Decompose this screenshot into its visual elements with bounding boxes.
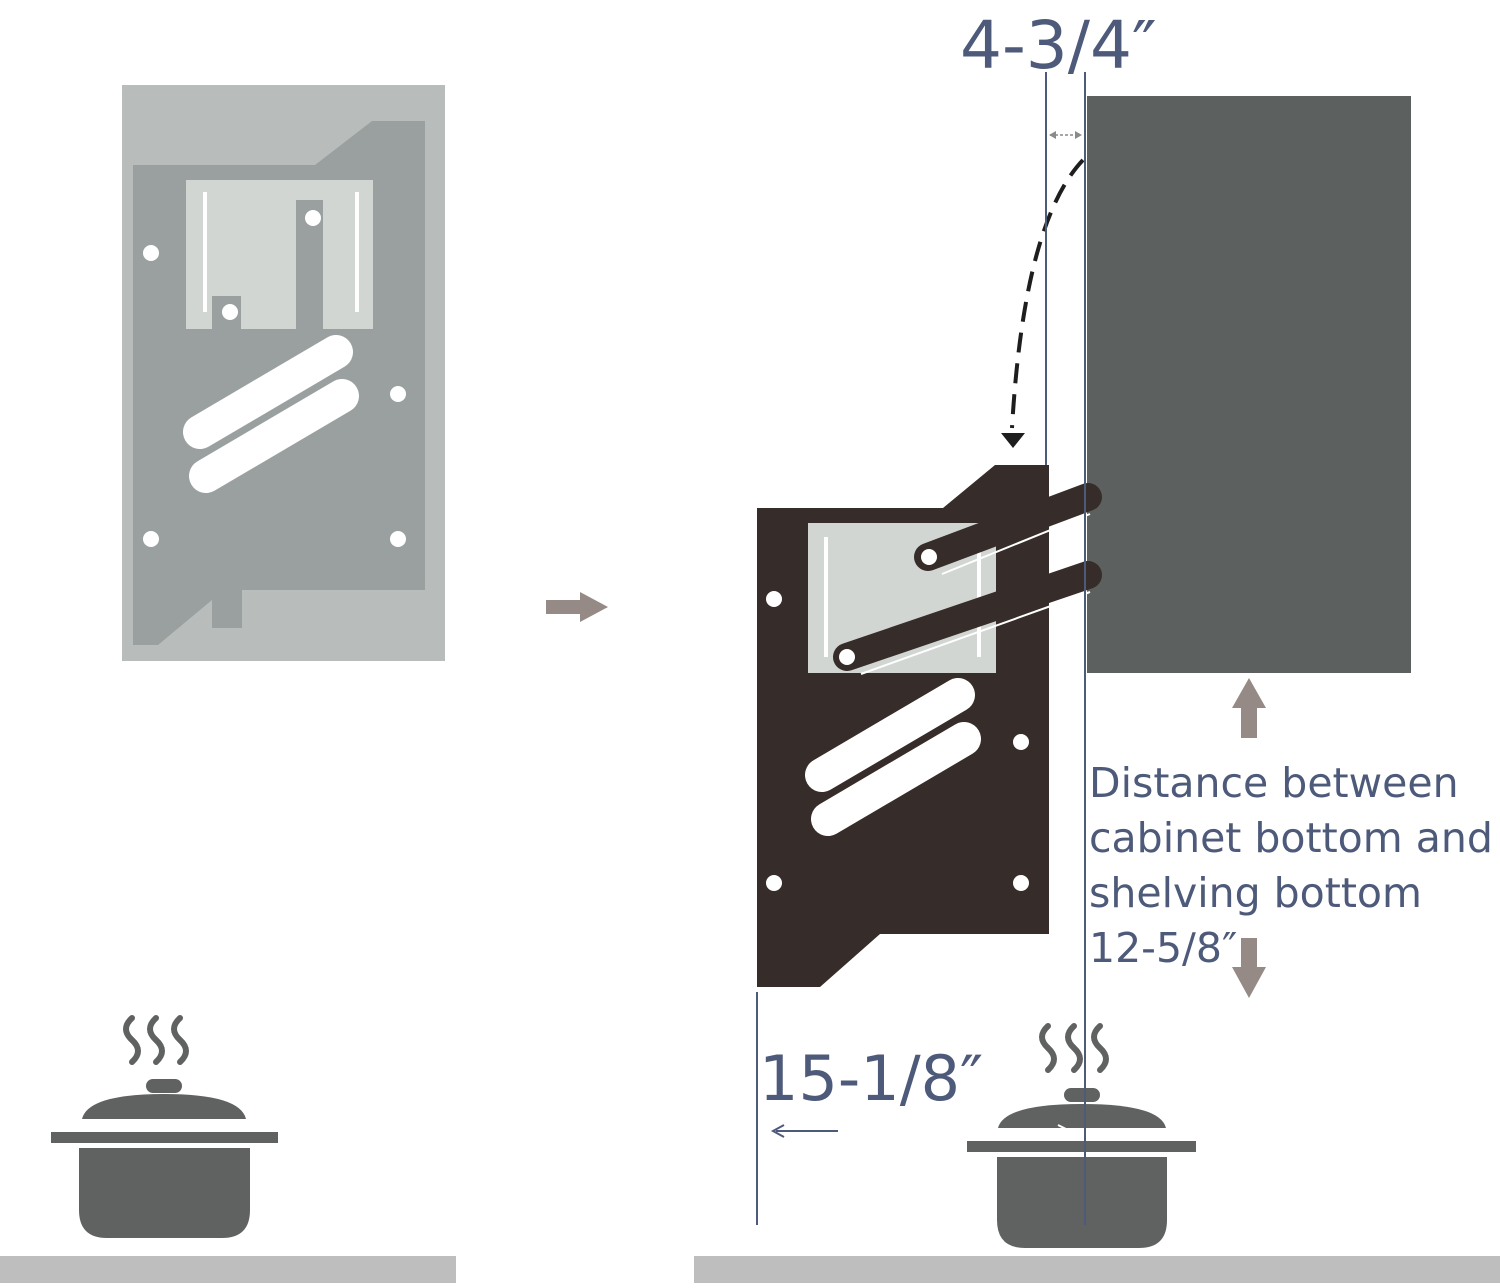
note-line: cabinet bottom and: [1089, 814, 1493, 862]
note-line: Distance between: [1089, 759, 1459, 807]
cabinet: [1087, 96, 1411, 673]
countertop: [694, 1256, 1500, 1283]
pivot-hole: [839, 649, 855, 665]
swing-arm-edge: [860, 591, 1091, 675]
screw-hole: [222, 304, 238, 320]
up-arrow-icon: [1232, 678, 1266, 738]
folded-window-slot: [203, 192, 207, 312]
screw-hole: [1013, 734, 1029, 750]
screw-hole: [305, 210, 321, 226]
pivot-hole: [921, 549, 937, 565]
note-line: shelving bottom: [1089, 869, 1422, 917]
screw-hole: [766, 875, 782, 891]
folded-bracket: [122, 85, 445, 661]
deployed-window-slot: [977, 537, 981, 657]
deployed-bracket: [757, 465, 1102, 987]
pot-offset-arrow: [1000, 1124, 1071, 1136]
folded-bracket-slot: [183, 335, 353, 449]
screw-hole: [766, 591, 782, 607]
screw-hole: [1013, 875, 1029, 891]
screw-hole: [143, 531, 159, 547]
steaming-pot-icon: [967, 1023, 1196, 1248]
clearance-note: Distance between cabinet bottom and shel…: [1089, 759, 1493, 972]
gap-dimension-arrow: [1049, 131, 1082, 139]
right-arrow-icon: [546, 592, 608, 622]
deployed-window-slot: [824, 537, 828, 657]
screw-hole: [143, 245, 159, 261]
folded-window-slot: [355, 192, 359, 312]
note-line: 12-5/8″: [1089, 924, 1237, 972]
depth-dimension-label: 15-1/8″: [759, 1042, 983, 1115]
depth-arrow: [770, 1124, 838, 1138]
folded-bracket-slot: [189, 379, 359, 493]
deployed-bracket-slot: [811, 722, 981, 836]
countertop: [0, 1256, 456, 1283]
steaming-pot-icon: [51, 1015, 278, 1238]
down-arrow-icon: [1232, 938, 1266, 998]
deployed-bracket-slot: [805, 678, 975, 792]
swing-down-arrow-icon: [1001, 158, 1085, 448]
screw-hole: [390, 386, 406, 402]
swing-arm-edge: [941, 513, 1091, 575]
gap-dimension-label: 4-3/4″: [960, 7, 1157, 84]
swing-arm: [914, 483, 1102, 571]
folded-bracket-window: [186, 180, 373, 329]
screw-hole: [390, 531, 406, 547]
swing-arm: [833, 561, 1102, 671]
